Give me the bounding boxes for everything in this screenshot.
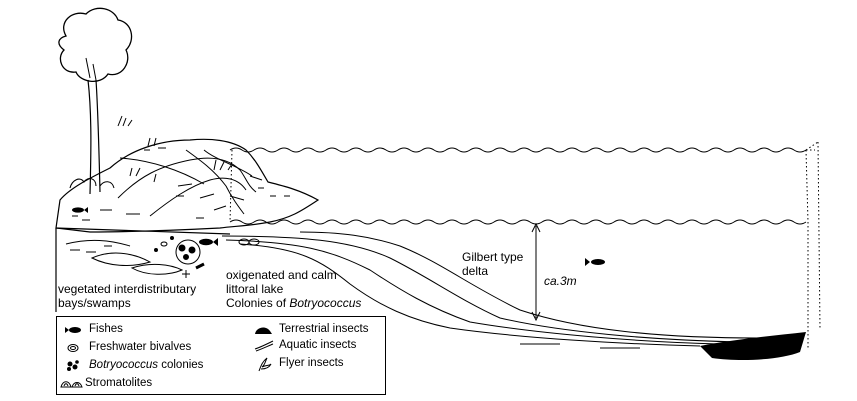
gilbert-label-line2: delta: [462, 264, 523, 278]
lake-label-prefix: Colonies of: [226, 296, 289, 310]
legend-item-stromatolites: Stromatolites: [59, 377, 209, 391]
delta-plain: [56, 139, 318, 232]
lake-label-genus: Botryococcus: [289, 296, 361, 310]
legend-label-genus: Botryococcus: [89, 359, 158, 371]
gilbert-label-line1: Gilbert type: [462, 250, 523, 264]
lake-label-line3: Colonies of Botryococcus: [226, 296, 361, 310]
legend-label-flyer: Flyer insects: [279, 357, 344, 370]
lake-label-line2: littoral lake: [226, 282, 361, 296]
aquatic-insect-icon: [253, 339, 275, 353]
legend-label-terrestrial: Terrestrial insects: [279, 323, 368, 336]
bays-label-line2: bays/swamps: [58, 296, 196, 310]
legend-label-stromatolites: Stromatolites: [85, 377, 152, 390]
water-surface-back: [230, 148, 806, 152]
bays-label: vegetated interdistributary bays/swamps: [58, 282, 196, 310]
legend-item-aquatic-insects: Aquatic insects: [253, 339, 383, 353]
legend-label-fishes: Fishes: [89, 323, 123, 336]
fish-icon: [63, 323, 85, 337]
legend-item-botryococcus: Botryococcus colonies: [63, 359, 233, 373]
legend-item-fishes: Fishes: [63, 323, 213, 337]
depth-label: ca.3m: [544, 274, 577, 288]
legend-item-terrestrial-insects: Terrestrial insects: [253, 323, 383, 337]
fish-icon: [72, 207, 88, 213]
lake-label-line1: oxigenated and calm: [226, 268, 361, 282]
botryococcus-colony-icon: [176, 240, 200, 278]
legend-item-bivalves: Freshwater bivalves: [63, 341, 223, 355]
legend-label-bivalves: Freshwater bivalves: [89, 341, 191, 354]
legend: Fishes Freshwater bivalves Botryococcus …: [56, 316, 386, 395]
legend-item-flyer-insects: Flyer insects: [253, 357, 383, 371]
legend-label-aquatic: Aquatic insects: [279, 339, 356, 352]
fish-icon: [585, 258, 605, 266]
gilbert-delta-label: Gilbert type delta: [462, 250, 523, 278]
tree-icon: [59, 8, 132, 194]
terrestrial-insect-icon: [253, 323, 275, 337]
legend-label-colonies: colonies: [158, 359, 203, 371]
stromatolite-icon: [59, 377, 85, 391]
fish-icon: [199, 238, 218, 246]
lake-label: oxigenated and calm littoral lake Coloni…: [226, 268, 361, 310]
botryococcus-colony-icon: [63, 359, 85, 373]
basin-bottom-sediment: [700, 332, 806, 360]
bays-label-line1: vegetated interdistributary: [58, 282, 196, 296]
water-surface-front: [230, 220, 806, 224]
flyer-insect-icon: [253, 357, 275, 373]
legend-label-botryococcus: Botryococcus colonies: [89, 359, 203, 372]
bivalve-icon: [63, 341, 85, 355]
